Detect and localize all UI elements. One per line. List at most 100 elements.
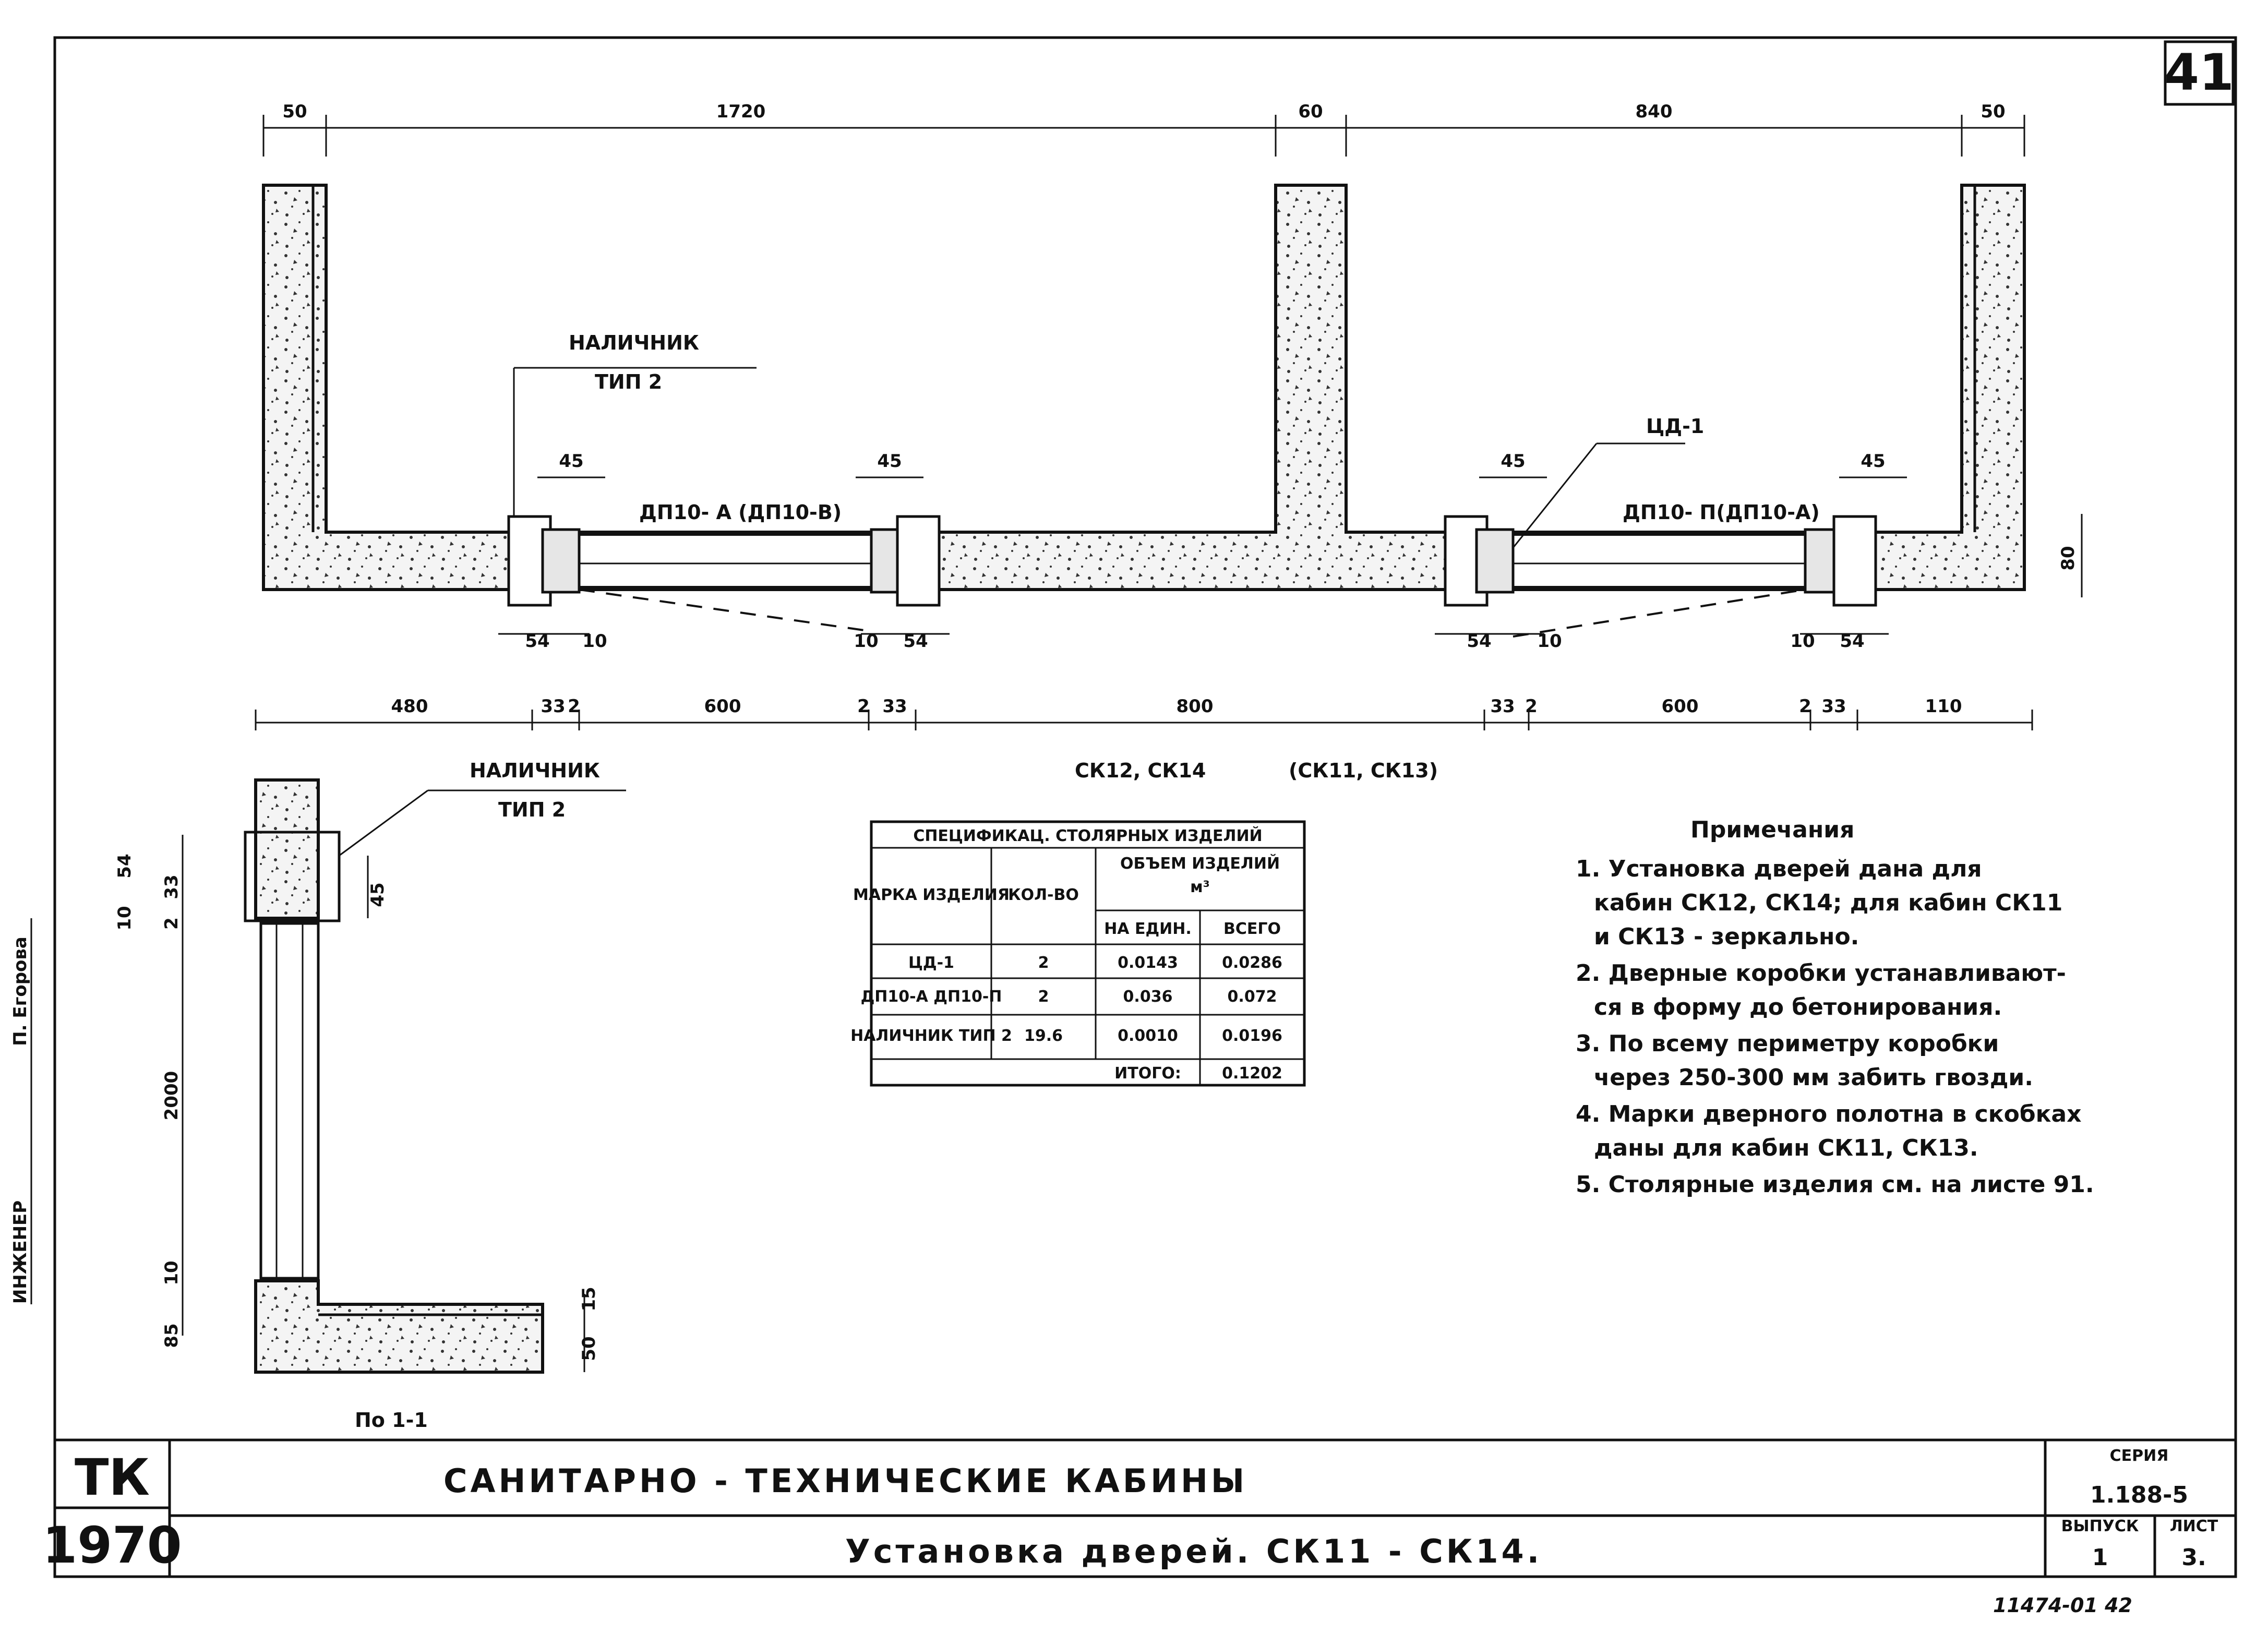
bottom-dim-1: 480 — [391, 696, 428, 717]
spec-row-1-per: 0.0143 — [1118, 954, 1178, 972]
note-line-5: ся в форму до бетонирования. — [1594, 994, 2002, 1020]
spec-header-qty: КОЛ-ВО — [1008, 886, 1079, 904]
spec-row-1-qty: 2 — [1038, 954, 1049, 972]
notes-title: Примечания — [1690, 816, 1854, 843]
title-year: 1970 — [42, 1516, 182, 1575]
spec-row-3-per: 0.0010 — [1118, 1027, 1178, 1045]
bottom-dim-12: 33 — [1821, 696, 1846, 717]
dim-10-2: 10 — [854, 631, 878, 652]
note-line-2: кабин СК12, СК14; для кабин СК11 — [1594, 890, 2062, 916]
spec-row-2-qty: 2 — [1038, 988, 1049, 1006]
bottom-dim-5: 2 — [857, 696, 870, 717]
door-opening-left — [578, 534, 872, 588]
door-label-right: ДП10- П(ДП10-А) — [1623, 501, 1820, 524]
nalichnik-label: НАЛИЧНИК — [569, 331, 699, 354]
sheet-number: 41 — [2164, 43, 2234, 102]
section-floor — [254, 1279, 544, 1374]
section-dim-54: 54 — [114, 854, 135, 878]
bottom-dim-9: 2 — [1525, 696, 1538, 717]
dim-45-2: 45 — [877, 451, 902, 472]
bottom-dim-11: 2 — [1799, 696, 1811, 717]
top-dim-1: 50 — [282, 101, 307, 122]
top-dim-2: 1720 — [716, 101, 766, 122]
section-dim-33: 33 — [161, 874, 182, 899]
sheet-label: ЛИСТ — [2170, 1517, 2218, 1535]
bottom-dim-3: 2 — [568, 696, 580, 717]
note-line-4: 2. Дверные коробки устанавливают- — [1576, 960, 2066, 987]
bottom-dim-4: 600 — [704, 696, 741, 717]
spec-header-per-unit: НА ЕДИН. — [1104, 920, 1192, 938]
section-wall — [254, 778, 320, 920]
bottom-dim-6: 33 — [882, 696, 907, 717]
door-frames — [507, 515, 1877, 607]
note-line-1: 1. Установка дверей дана для — [1576, 856, 1982, 882]
spec-header-total: ВСЕГО — [1223, 920, 1281, 938]
spec-row-1-total: 0.0286 — [1222, 954, 1282, 972]
sheet-border — [53, 36, 2237, 1578]
note-line-7: через 250-300 мм забить гвозди. — [1594, 1064, 2033, 1091]
bottom-dim-10: 600 — [1662, 696, 1699, 717]
section-dim-50: 50 — [579, 1336, 599, 1361]
dim-54-1: 54 — [525, 631, 549, 652]
issue-value: 1 — [2092, 1544, 2108, 1571]
bottom-dim-8: 33 — [1490, 696, 1515, 717]
spec-row-1-mark: ЦД-1 — [908, 954, 954, 972]
note-line-10: 5. Столярные изделия см. на листе 91. — [1576, 1171, 2094, 1198]
note-line-3: и СК13 - зеркально. — [1594, 923, 1859, 950]
frame-label: ЦД-1 — [1646, 415, 1704, 438]
spec-row-2-per: 0.036 — [1123, 988, 1173, 1006]
section-dim-15: 15 — [579, 1287, 599, 1311]
section-dim-45: 45 — [367, 882, 388, 907]
note-line-8: 4. Марки дверного полотна в скобках — [1576, 1101, 2082, 1127]
plan-view: 50 1720 60 840 50 НАЛИЧНИК — [255, 101, 2083, 782]
plan-caption: СК12, СК14 — [1075, 759, 1206, 782]
nalichnik-type-label: ТИП 2 — [595, 370, 662, 393]
spec-row-3-mark: НАЛИЧНИК ТИП 2 — [850, 1027, 1012, 1045]
dim-10-3: 10 — [1537, 631, 1562, 652]
dim-45-4: 45 — [1861, 451, 1885, 472]
spec-table: СПЕЦИФИКАЦ. СТОЛЯРНЫХ ИЗДЕЛИЙ МАРКА ИЗДЕ… — [850, 820, 1306, 1087]
side-stamp: ИНЖЕНЕР П. Егорова — [10, 918, 32, 1304]
dim-54-4: 54 — [1840, 631, 1864, 652]
section-frame — [244, 831, 341, 922]
title-org: ТК — [75, 1448, 150, 1507]
spec-header-volume: ОБЪЕМ ИЗДЕЛИЙ — [1120, 854, 1280, 873]
spec-row-3-total: 0.0196 — [1222, 1027, 1282, 1045]
top-dim-4: 840 — [1636, 101, 1673, 122]
door-opening-right — [1512, 534, 1806, 588]
series-label: СЕРИЯ — [2110, 1447, 2169, 1465]
section-view: НАЛИЧНИК ТИП 2 54 33 10 2 2000 10 85 45 … — [114, 759, 626, 1432]
dim-54-2: 54 — [903, 631, 928, 652]
plan-caption-alt: (СК11, СК13) — [1289, 759, 1438, 782]
spec-title: СПЕЦИФИКАЦ. СТОЛЯРНЫХ ИЗДЕЛИЙ — [913, 826, 1262, 845]
bottom-dim-2: 33 — [541, 696, 565, 717]
section-dim-85: 85 — [161, 1323, 182, 1348]
door-label-left: ДП10- А (ДП10-В) — [639, 501, 842, 524]
dim-45-1: 45 — [559, 451, 583, 472]
title-sub: Установка дверей. СК11 - СК14. — [845, 1532, 1542, 1570]
sheet-number-box: 41 — [2164, 40, 2235, 106]
dim-10-4: 10 — [1790, 631, 1815, 652]
notes: Примечания 1. Установка дверей дана для … — [1576, 816, 2094, 1198]
note-line-9: даны для кабин СК11, СК13. — [1594, 1135, 1978, 1161]
top-dim-5: 50 — [1981, 101, 2005, 122]
sheet-value: 3. — [2181, 1544, 2206, 1571]
spec-row-2-mark: ДП10-А ДП10-П — [861, 988, 1002, 1006]
dim-54-3: 54 — [1467, 631, 1491, 652]
note-line-6: 3. По всему периметру коробки — [1576, 1030, 1999, 1057]
section-dim-2: 2 — [161, 917, 182, 930]
dim-45-3: 45 — [1501, 451, 1525, 472]
section-dim-2000: 2000 — [161, 1071, 182, 1121]
top-dim-3: 60 — [1298, 101, 1323, 122]
spec-row-2-total: 0.072 — [1228, 988, 1277, 1006]
title-block: ТК 1970 САНИТАРНО - ТЕХНИЧЕСКИЕ КАБИНЫ У… — [42, 1438, 2236, 1577]
spec-itogo-label: ИТОГО: — [1114, 1064, 1181, 1083]
spec-header-mark: МАРКА ИЗДЕЛИЯ — [853, 886, 1010, 904]
spec-row-3-qty: 19.6 — [1024, 1027, 1063, 1045]
bottom-dim-13: 110 — [1925, 696, 1962, 717]
spec-header-unit: м³ — [1190, 878, 1210, 896]
section-caption: По 1-1 — [355, 1409, 428, 1432]
section-dim-10: 10 — [114, 906, 135, 930]
wall-height-dim: 80 — [2058, 546, 2079, 570]
